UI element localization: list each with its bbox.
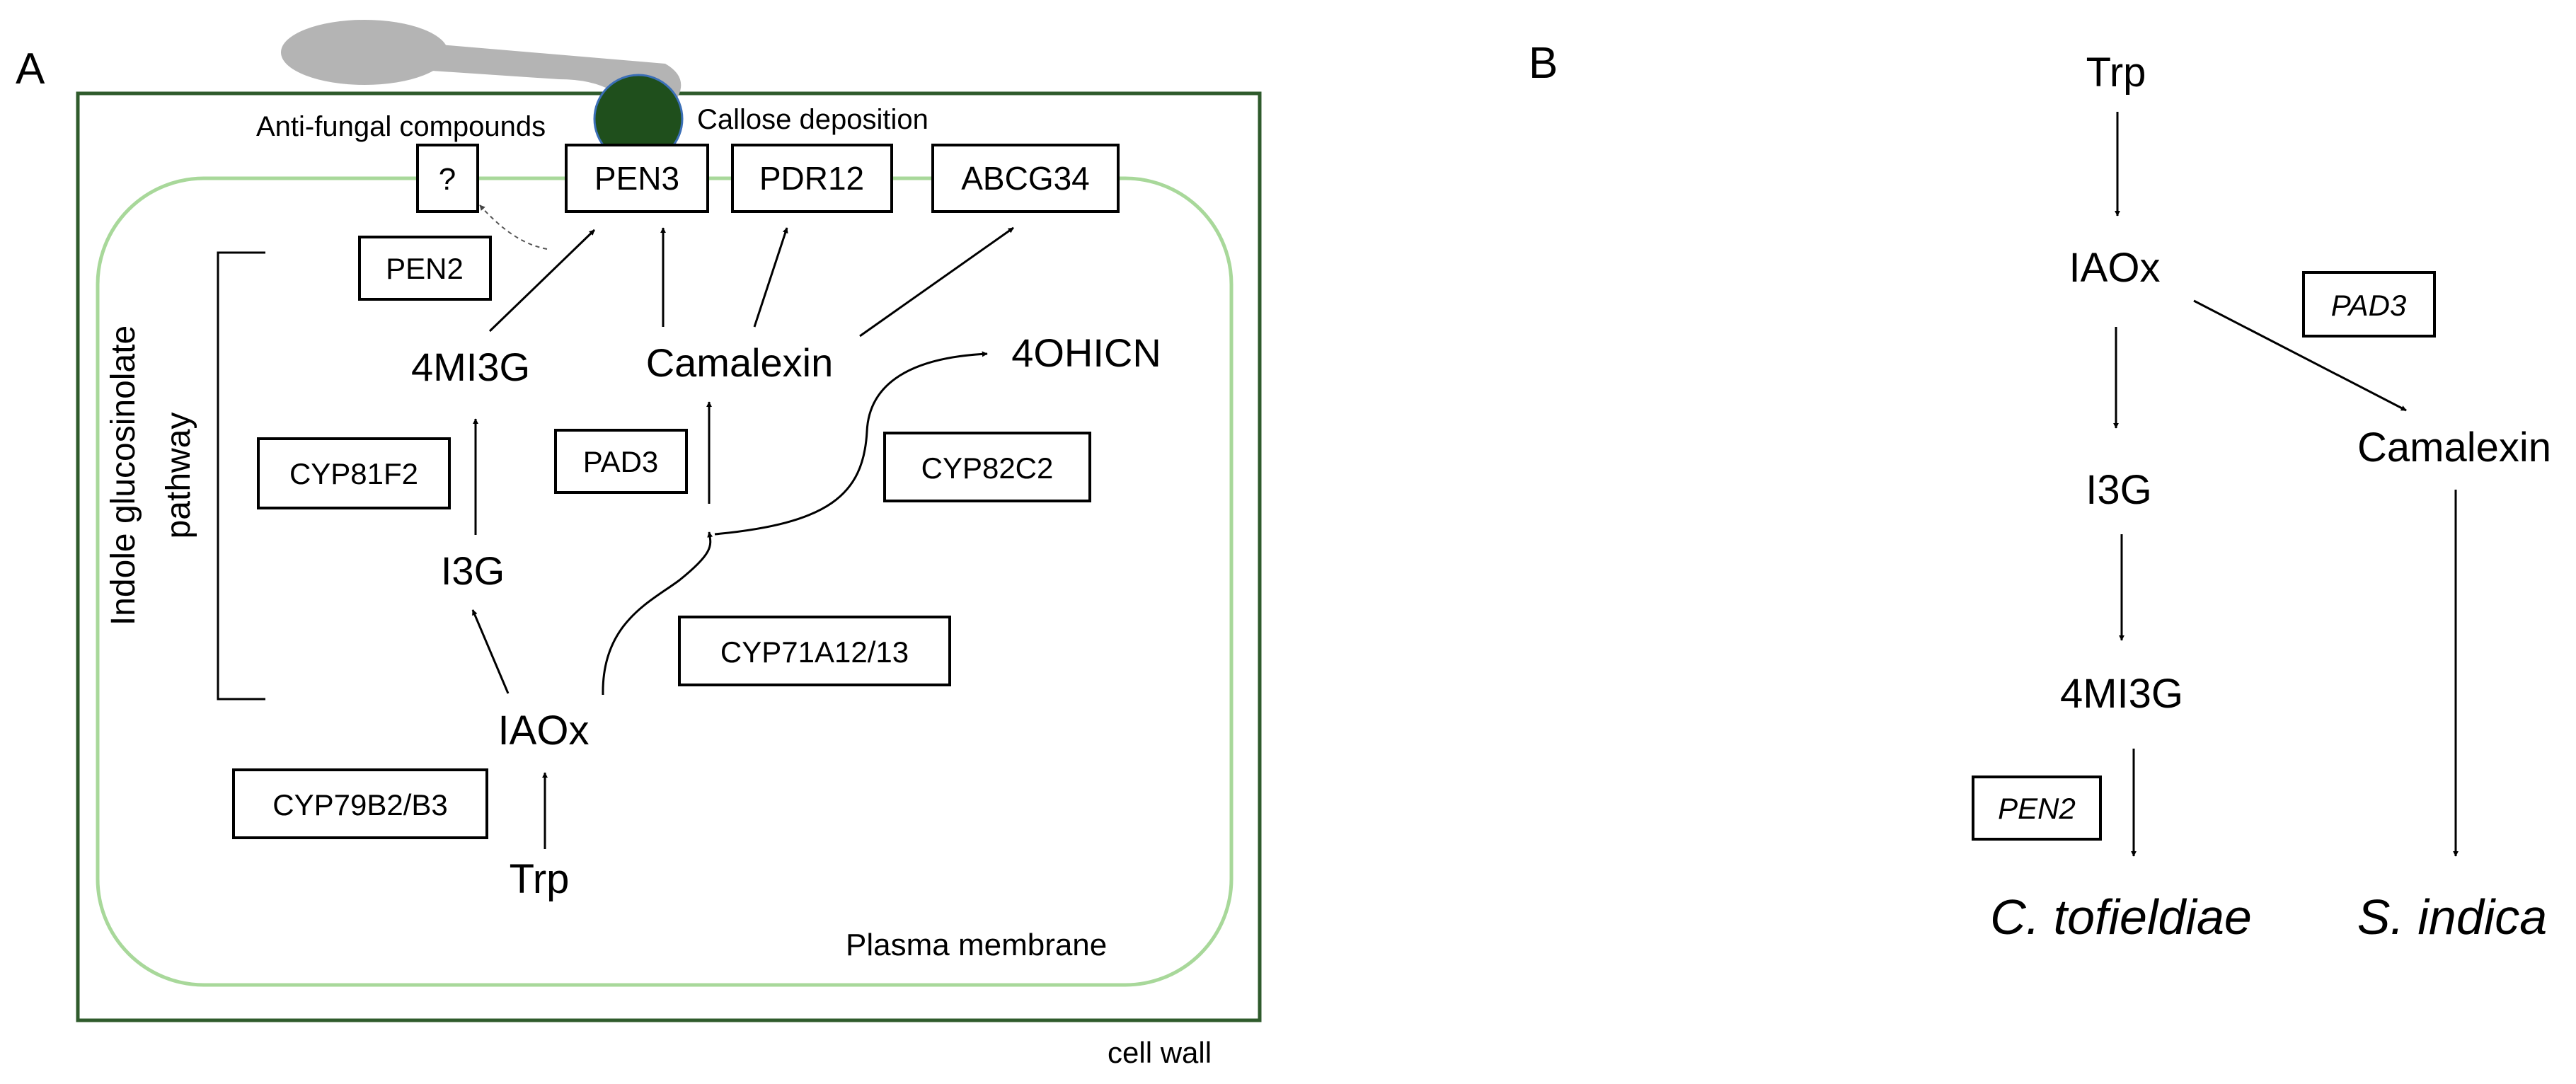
svg-text:PEN2: PEN2 [386, 252, 464, 285]
svg-text:CYP71A12/13: CYP71A12/13 [720, 635, 909, 669]
transporter-unknown: ? [416, 144, 479, 213]
pathway-bracket [217, 251, 265, 700]
metabolite-camalexin: Camalexin [646, 340, 834, 385]
metabolite-4ohicn: 4OHICN [1011, 330, 1161, 375]
antifungal-label: Anti-fungal compounds [256, 111, 546, 142]
cell-wall-rect [76, 91, 1262, 1022]
enzyme-pad3-a: PAD3 [554, 429, 688, 494]
organism-c-tofieldiae: C. tofieldiae [1990, 889, 2252, 945]
svg-text:PDR12: PDR12 [759, 160, 864, 197]
enzyme-cyp71a12-13: CYP71A12/13 [678, 616, 951, 686]
b-enzyme-pen2: PEN2 [1972, 775, 2102, 841]
pathway-label-line1: Indole glucosinolate [105, 325, 142, 625]
b-metabolite-camalexin: Camalexin [2357, 425, 2551, 471]
arrow-camalexin-abcg34 [859, 226, 1014, 338]
panel-b: B Trp IAOx I3G 4MI3G Camalexin PAD3 PEN2… [1529, 39, 2551, 945]
metabolite-trp: Trp [510, 856, 570, 902]
svg-text:PAD3: PAD3 [583, 445, 659, 478]
b-enzyme-pad3: PAD3 [2302, 271, 2436, 338]
svg-text:PEN3: PEN3 [594, 160, 679, 197]
b-metabolite-4mi3g: 4MI3G [2060, 671, 2183, 717]
pathway-label-line2: pathway [160, 413, 197, 539]
arrow-camalexin-pdr12 [753, 227, 788, 328]
svg-text:?: ? [439, 162, 456, 197]
svg-text:PEN2: PEN2 [1998, 792, 2076, 825]
svg-text:ABCG34: ABCG34 [961, 160, 1090, 197]
plasma-membrane-rect [96, 176, 1234, 987]
arrow-pen2-unknown [479, 204, 548, 250]
metabolite-iaox: IAOx [498, 708, 590, 754]
svg-text:CYP79B2/B3: CYP79B2/B3 [272, 788, 448, 821]
svg-text:CYP82C2: CYP82C2 [921, 451, 1054, 485]
transporter-pen3: PEN3 [565, 144, 709, 213]
transporter-pdr12: PDR12 [731, 144, 893, 213]
transporter-abcg34: ABCG34 [931, 144, 1120, 213]
cell-wall-label: cell wall [1108, 1036, 1212, 1069]
enzyme-cyp79b2-b3: CYP79B2/B3 [232, 768, 488, 839]
svg-text:CYP81F2: CYP81F2 [289, 457, 418, 490]
arrow-iaox-branch [602, 531, 713, 696]
b-metabolite-trp: Trp [2086, 50, 2146, 96]
panel-b-label: B [1529, 39, 1558, 88]
arrow-iaox-i3g [471, 609, 510, 694]
enzyme-pen2-a: PEN2 [358, 236, 492, 301]
metabolite-4mi3g: 4MI3G [411, 345, 530, 389]
svg-text:PAD3: PAD3 [2331, 289, 2407, 322]
metabolite-i3g: I3G [441, 548, 505, 593]
enzyme-cyp82c2: CYP82C2 [883, 432, 1091, 502]
b-metabolite-i3g: I3G [2086, 467, 2152, 513]
arrow-4mi3g-pen3 [488, 229, 596, 333]
arrow-branch-4ohicn [714, 351, 988, 536]
b-arrow-iaox-camalexin [2193, 299, 2407, 412]
enzyme-cyp81f2: CYP81F2 [257, 437, 451, 509]
b-metabolite-iaox: IAOx [2069, 245, 2161, 291]
panel-a-label: A [16, 45, 45, 93]
callose-label: Callose deposition [697, 104, 928, 135]
plasma-membrane-label: Plasma membrane [846, 928, 1107, 962]
organism-s-indica: S. indica [2357, 889, 2547, 945]
panel-a: A cell wall Plasma membrane Anti-fungal … [16, 20, 1262, 1069]
